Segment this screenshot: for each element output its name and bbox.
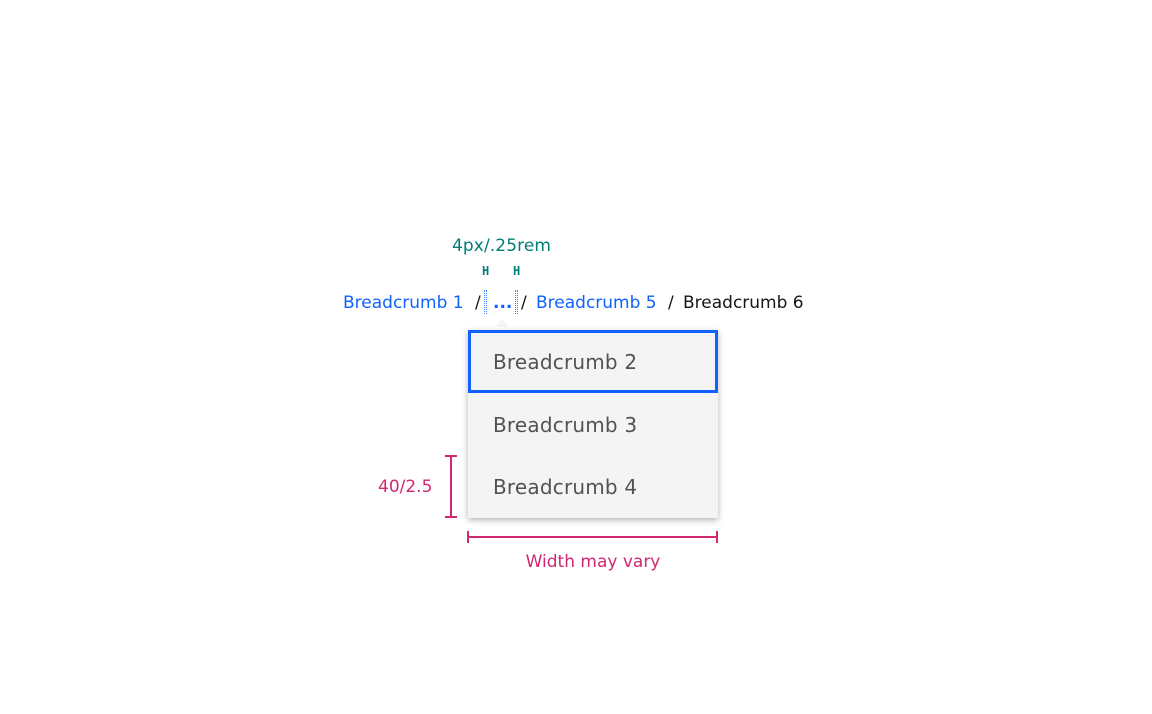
breadcrumb-separator: / — [521, 293, 527, 313]
width-measure-cap-left — [467, 531, 469, 543]
menu-caret — [495, 319, 509, 327]
menu-item-breadcrumb-4[interactable]: Breadcrumb 4 — [493, 475, 638, 499]
breadcrumb-item-5[interactable]: Breadcrumb 5 — [536, 293, 657, 313]
spacing-guide-left — [484, 290, 487, 314]
height-measure-cap-bottom — [445, 516, 457, 518]
width-measure-cap-right — [716, 531, 718, 543]
breadcrumb-item-1[interactable]: Breadcrumb 1 — [343, 293, 464, 313]
spacing-marker-left-icon: H — [482, 264, 490, 278]
spacing-marker-right-icon: H — [513, 264, 521, 278]
spacing-annotation-label: 4px/.25rem — [452, 236, 552, 256]
overflow-menu: Breadcrumb 2 Breadcrumb 3 Breadcrumb 4 — [468, 330, 718, 518]
width-measure-line — [468, 536, 718, 538]
menu-item-breadcrumb-3[interactable]: Breadcrumb 3 — [493, 412, 638, 437]
item-height-annotation-label: 40/2.5 — [378, 477, 433, 497]
overflow-menu-icon[interactable]: ... — [493, 293, 513, 313]
height-measure-line — [450, 456, 452, 517]
spacing-guide-right — [515, 290, 518, 314]
breadcrumb-separator: / — [668, 293, 674, 313]
menu-item-breadcrumb-2[interactable]: Breadcrumb 2 — [468, 330, 718, 393]
breadcrumb-current-page: Breadcrumb 6 — [683, 293, 804, 313]
width-annotation-label: Width may vary — [525, 552, 661, 572]
height-measure-cap-top — [445, 455, 457, 457]
breadcrumb-separator: / — [475, 293, 481, 313]
